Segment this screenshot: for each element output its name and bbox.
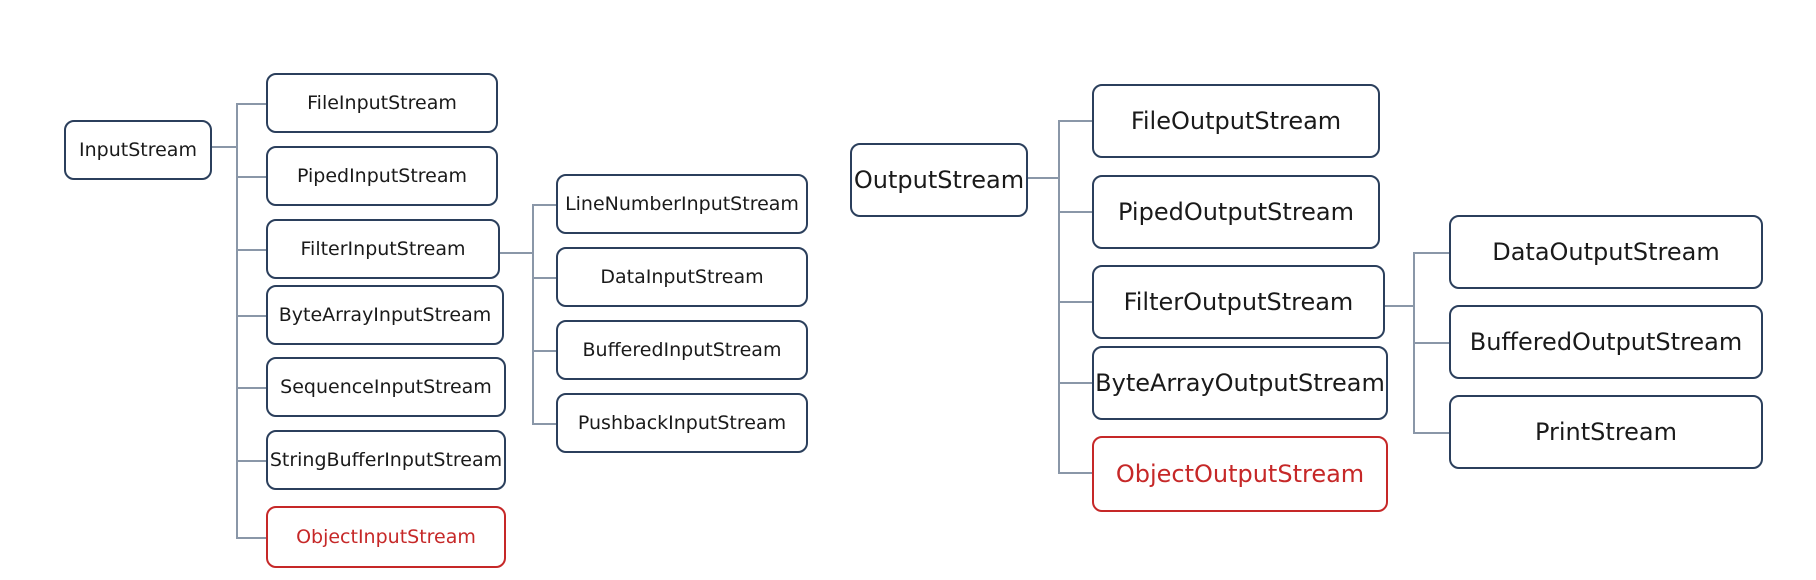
connector (532, 350, 556, 352)
connector (212, 146, 236, 148)
node-byte-array-output-stream: ByteArrayOutputStream (1092, 346, 1388, 420)
connector (236, 387, 266, 389)
connector (236, 103, 266, 105)
node-data-input-stream: DataInputStream (556, 247, 808, 307)
node-data-output-stream: DataOutputStream (1449, 215, 1763, 289)
connector (236, 103, 238, 537)
node-object-input-stream: ObjectInputStream (266, 506, 506, 568)
connector (1058, 301, 1092, 303)
connector (532, 204, 556, 206)
connector (1413, 252, 1449, 254)
node-buffered-input-stream: BufferedInputStream (556, 320, 808, 380)
connector (1028, 177, 1060, 179)
node-buffered-output-stream: BufferedOutputStream (1449, 305, 1763, 379)
connector (1058, 120, 1092, 122)
connector (1058, 472, 1092, 474)
connector (532, 277, 556, 279)
node-string-buffer-input-stream: StringBufferInputStream (266, 430, 506, 490)
connector (532, 204, 534, 423)
node-sequence-input-stream: SequenceInputStream (266, 357, 506, 417)
node-object-output-stream: ObjectOutputStream (1092, 436, 1388, 512)
connector (1413, 432, 1449, 434)
node-print-stream: PrintStream (1449, 395, 1763, 469)
node-pushback-input-stream: PushbackInputStream (556, 393, 808, 453)
connector (1058, 382, 1092, 384)
node-file-input-stream: FileInputStream (266, 73, 498, 133)
connector (532, 423, 556, 425)
connector (1058, 120, 1060, 472)
connector (236, 249, 266, 251)
node-piped-input-stream: PipedInputStream (266, 146, 498, 206)
node-piped-output-stream: PipedOutputStream (1092, 175, 1380, 249)
node-filter-input-stream: FilterInputStream (266, 219, 500, 279)
node-byte-array-input-stream: ByteArrayInputStream (266, 285, 504, 345)
connector (1413, 342, 1449, 344)
connector (1385, 305, 1415, 307)
node-output-stream: OutputStream (850, 143, 1028, 217)
connector (236, 176, 266, 178)
node-input-stream: InputStream (64, 120, 212, 180)
node-line-number-input-stream: LineNumberInputStream (556, 174, 808, 234)
node-file-output-stream: FileOutputStream (1092, 84, 1380, 158)
connector (236, 460, 266, 462)
node-filter-output-stream: FilterOutputStream (1092, 265, 1385, 339)
connector (236, 315, 266, 317)
connector (500, 252, 534, 254)
connector (1058, 211, 1092, 213)
connector (236, 537, 266, 539)
